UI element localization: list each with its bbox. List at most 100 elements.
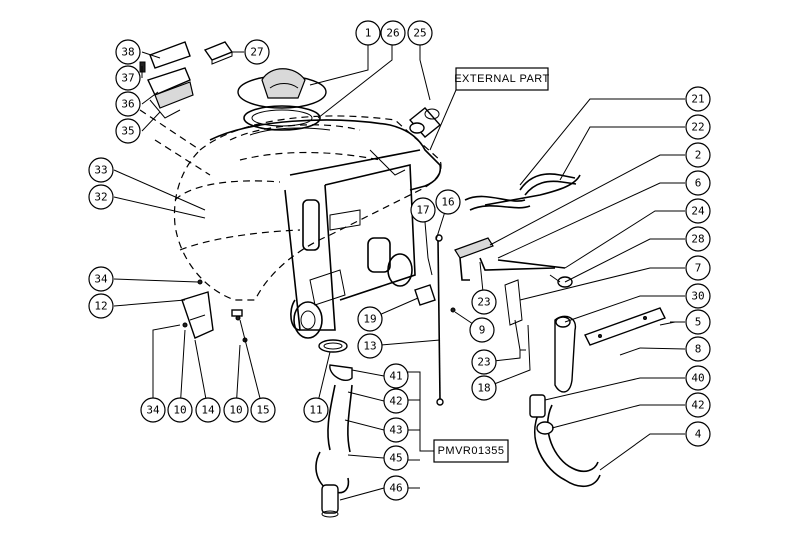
svg-text:36: 36 bbox=[121, 98, 134, 111]
svg-text:25: 25 bbox=[413, 27, 426, 40]
pmvr-box: PMVR01355 bbox=[405, 371, 509, 489]
svg-text:33: 33 bbox=[94, 164, 107, 177]
svg-text:26: 26 bbox=[386, 27, 399, 40]
svg-text:35: 35 bbox=[121, 125, 134, 138]
callout-25: 25 bbox=[407, 20, 433, 46]
callout-14: 14 bbox=[195, 397, 221, 423]
callout-32: 32 bbox=[88, 184, 114, 210]
bottom-drain-hose bbox=[315, 339, 353, 518]
svg-text:18: 18 bbox=[477, 382, 490, 395]
callout-34-upper: 34 bbox=[88, 266, 114, 292]
right-drain-hose bbox=[529, 315, 601, 488]
callout-42-right: 42 bbox=[685, 392, 711, 418]
callout-33: 33 bbox=[88, 157, 114, 183]
callouts: 38 37 36 35 27 1 26 25 33 32 34 12 34 10… bbox=[88, 20, 711, 501]
svg-text:42: 42 bbox=[691, 399, 704, 412]
parts-24-28 bbox=[497, 259, 573, 288]
callout-6: 6 bbox=[685, 170, 711, 196]
callout-24: 24 bbox=[685, 198, 711, 224]
svg-text:24: 24 bbox=[691, 205, 705, 218]
callout-37: 37 bbox=[115, 65, 141, 91]
svg-text:21: 21 bbox=[691, 93, 704, 106]
callout-26: 26 bbox=[380, 20, 406, 46]
callout-41: 41 bbox=[383, 363, 409, 389]
callout-35: 35 bbox=[115, 118, 141, 144]
callout-16: 16 bbox=[435, 189, 461, 215]
svg-text:32: 32 bbox=[94, 191, 107, 204]
svg-text:45: 45 bbox=[389, 452, 402, 465]
callout-27: 27 bbox=[244, 39, 270, 65]
callout-40: 40 bbox=[685, 365, 711, 391]
svg-text:10: 10 bbox=[173, 404, 186, 417]
svg-text:19: 19 bbox=[363, 313, 376, 326]
callout-7: 7 bbox=[685, 255, 711, 281]
tank-lid bbox=[237, 68, 327, 131]
svg-text:6: 6 bbox=[695, 177, 702, 190]
svg-text:28: 28 bbox=[691, 233, 704, 246]
svg-text:5: 5 bbox=[695, 316, 702, 329]
svg-text:1: 1 bbox=[365, 27, 372, 40]
svg-text:34: 34 bbox=[94, 273, 108, 286]
pump-filter-assembly bbox=[454, 195, 556, 351]
svg-text:38: 38 bbox=[121, 46, 134, 59]
svg-text:10: 10 bbox=[229, 404, 242, 417]
callout-5: 5 bbox=[685, 309, 711, 335]
svg-text:27: 27 bbox=[250, 46, 263, 59]
svg-text:13: 13 bbox=[363, 340, 376, 353]
svg-text:43: 43 bbox=[389, 424, 402, 437]
svg-text:41: 41 bbox=[389, 370, 402, 383]
callout-34-lower: 34 bbox=[140, 397, 166, 423]
callout-19: 19 bbox=[357, 306, 383, 332]
tank-body bbox=[139, 109, 442, 339]
float-rod-assembly bbox=[414, 234, 456, 406]
svg-text:12: 12 bbox=[94, 300, 107, 313]
handle-bracket-assembly bbox=[139, 41, 194, 119]
svg-text:14: 14 bbox=[201, 404, 215, 417]
svg-text:42: 42 bbox=[389, 395, 402, 408]
svg-text:15: 15 bbox=[256, 404, 269, 417]
external-part-box: EXTERNAL PART bbox=[429, 67, 550, 151]
callout-46: 46 bbox=[383, 475, 409, 501]
callout-42-left: 42 bbox=[383, 388, 409, 414]
callout-15: 15 bbox=[250, 397, 276, 423]
svg-text:EXTERNAL PART: EXTERNAL PART bbox=[454, 73, 550, 85]
callout-4: 4 bbox=[685, 421, 711, 447]
svg-text:2: 2 bbox=[695, 149, 702, 162]
callout-18: 18 bbox=[471, 375, 497, 401]
leader-lines bbox=[113, 35, 686, 501]
callout-10-left: 10 bbox=[167, 397, 193, 423]
callout-8: 8 bbox=[685, 336, 711, 362]
svg-text:8: 8 bbox=[695, 343, 702, 356]
callout-13: 13 bbox=[357, 333, 383, 359]
callout-2: 2 bbox=[685, 142, 711, 168]
callout-28: 28 bbox=[685, 226, 711, 252]
callout-21: 21 bbox=[685, 86, 711, 112]
svg-text:16: 16 bbox=[441, 196, 454, 209]
callout-12: 12 bbox=[88, 293, 114, 319]
part-25-sleeve bbox=[408, 107, 442, 138]
callout-45: 45 bbox=[383, 445, 409, 471]
svg-text:7: 7 bbox=[695, 262, 702, 275]
mounting-plate bbox=[584, 307, 676, 356]
callout-30: 30 bbox=[685, 283, 711, 309]
svg-text:PMVR01355: PMVR01355 bbox=[438, 445, 505, 457]
svg-text:9: 9 bbox=[479, 324, 486, 337]
callout-38: 38 bbox=[115, 39, 141, 65]
svg-text:22: 22 bbox=[691, 121, 704, 134]
svg-text:23: 23 bbox=[477, 356, 490, 369]
svg-text:40: 40 bbox=[691, 372, 704, 385]
svg-text:4: 4 bbox=[695, 428, 702, 441]
svg-text:23: 23 bbox=[477, 296, 490, 309]
svg-text:30: 30 bbox=[691, 290, 704, 303]
callout-43: 43 bbox=[383, 417, 409, 443]
svg-text:17: 17 bbox=[416, 204, 429, 217]
svg-text:37: 37 bbox=[121, 72, 134, 85]
callout-9: 9 bbox=[469, 317, 495, 343]
callout-23-upper: 23 bbox=[471, 289, 497, 315]
callout-1: 1 bbox=[355, 20, 381, 46]
callout-11: 11 bbox=[303, 397, 329, 423]
svg-text:11: 11 bbox=[309, 404, 322, 417]
callout-17: 17 bbox=[410, 197, 436, 223]
tubes-21-22 bbox=[484, 173, 581, 206]
